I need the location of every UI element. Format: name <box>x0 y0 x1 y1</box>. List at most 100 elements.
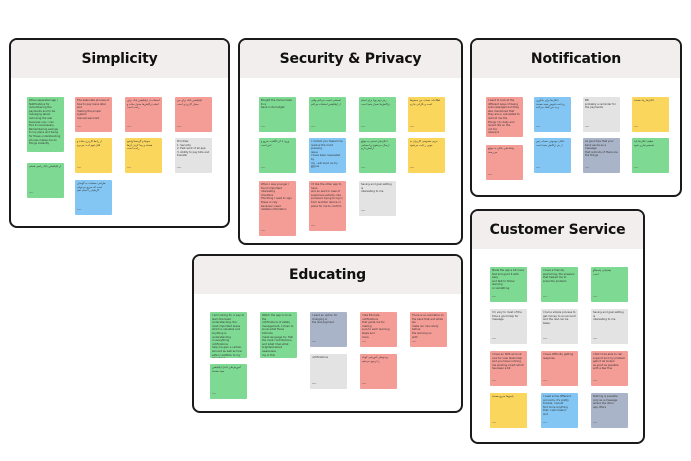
sticky-note[interactable]: I felt I'd be able to call support and m… <box>591 351 628 386</box>
sticky-note[interactable]: I'm very to most of the time a good help… <box>490 309 527 344</box>
sticky-note[interactable]: Watch the app is more the notifications … <box>260 312 297 358</box>
note-text: I like Educate notifications that guide … <box>362 314 390 339</box>
sticky-note[interactable]: As good tips that your bank sends as a m… <box>583 138 620 173</box>
note-author: user <box>361 126 366 129</box>
board-header: Customer Service <box>472 211 643 249</box>
sticky-note[interactable]: I like Educate notifications that guide … <box>360 312 397 347</box>
note-text: از اپلیکیشن بانک راضی هستم <box>29 165 61 168</box>
note-text: Bought the home-made to a bank in its bu… <box>261 99 292 110</box>
note-text: اپلیکیشن بانک برای من بسیار کاربردی است <box>177 99 202 106</box>
note-text: There is an animation to the bank that a… <box>412 314 444 339</box>
board-notification: Notification I want to look at the diffe… <box>470 38 682 197</box>
sticky-note[interactable]: اعلان‌ها برای یادآوری پرداخت قبوض مفید ه… <box>534 97 571 132</box>
note-text: I'd like the other app to have and an al… <box>311 183 343 208</box>
sticky-note[interactable]: Bought the home-made to a bank in its bu… <box>259 97 296 132</box>
sticky-note[interactable]: I need some different accounts, it's pre… <box>541 393 578 428</box>
board-title: Security & Privacy <box>279 51 422 67</box>
note-author: user <box>311 126 316 129</box>
note-author: user <box>361 210 366 213</box>
note-author: user <box>634 126 639 129</box>
sticky-note[interactable]: اطلاعات حساب من محفوظ است و نگرانی ندارم… <box>408 97 445 132</box>
sticky-note[interactable]: I have an SMS account now for new tasks … <box>490 351 527 386</box>
sticky-note[interactable]: There is an animation to the bank that a… <box>410 312 447 347</box>
board-educating: Educating I am looking for a way to lear… <box>192 254 463 413</box>
note-text: I contact you helped me resolve the most… <box>311 140 343 169</box>
note-text: I felt I'd be able to call support and m… <box>593 353 626 371</box>
sticky-note[interactable]: طراحی صفحات به گونه‌ای است که سریع می‌تو… <box>75 180 112 215</box>
sticky-note[interactable]: Bill probably a reminder for the payment… <box>583 97 620 132</box>
sticky-note[interactable]: I contact you helped me resolve the most… <box>309 138 346 173</box>
note-author: user <box>177 126 182 129</box>
sticky-note[interactable]: Priorities 1. Security 2. Fast work of a… <box>175 138 212 173</box>
sticky-note[interactable]: I had a simple process to get money to a… <box>541 309 578 344</box>
note-author: user <box>536 126 541 129</box>
note-author: user <box>410 167 415 170</box>
sticky-note[interactable]: اعلان موجودی حساب پس از هر تراکنش مفید ا… <box>534 138 571 173</box>
note-text: When separated app / Notifications for r… <box>29 99 61 146</box>
sticky-note[interactable]: استفاده از اپلیکیشن بانک برای انجام تراک… <box>125 97 162 132</box>
note-text: از رابط کاربری ساده و قابل فهم لذت می‌بر… <box>77 140 102 147</box>
note-author: user <box>488 174 493 177</box>
note-text: I have a friendly welcoming, the answers… <box>543 269 575 283</box>
note-author: user <box>77 209 82 212</box>
note-text: I need some different accounts, it's pre… <box>543 395 571 416</box>
note-text: I have difficulty getting response <box>543 353 574 360</box>
note-author: user <box>593 296 598 299</box>
note-text: پیامک‌های بانکی به موقع می‌رسند <box>488 147 514 154</box>
note-text: منوها و گزینه‌ها واضح هستند و پیدا کردن … <box>127 140 153 151</box>
sticky-note[interactable]: I want to look at the different ways of … <box>486 97 523 137</box>
board-header: Simplicity <box>11 40 228 78</box>
note-text: I want to look at the different ways of … <box>488 99 520 135</box>
note-text: Made the app a bit more fast and good it… <box>492 269 525 290</box>
note-author: user <box>543 422 548 425</box>
note-text: notifications <box>312 356 328 359</box>
note-text: استفاده از اپلیکیشن بانک برای انجام تراک… <box>127 99 160 110</box>
board-customer-service: Customer Service Made the app a bit more… <box>470 209 645 444</box>
sticky-note[interactable]: رمز دوم پویا برای انجام تراکنش‌ها بسیار … <box>359 97 396 132</box>
sticky-note[interactable]: احساس امنیت می‌کنم وقتی از اپلیکیشن استف… <box>309 97 346 132</box>
sticky-note[interactable]: Nothing is possible only as a message wh… <box>591 393 628 428</box>
sticky-note[interactable]: I'd like the other app to have and an al… <box>309 181 346 231</box>
note-text: طراحی صفحات به گونه‌ای است که سریع می‌تو… <box>77 182 106 193</box>
note-text: Bill probably a reminder for the payment… <box>585 99 616 110</box>
sticky-note[interactable]: اپلیکیشن بانک برای من بسیار کاربردی است u… <box>175 97 212 132</box>
note-text: ورود با اثر انگشت سریع و امن است <box>261 140 290 147</box>
sticky-note[interactable]: I have difficulty getting response user <box>541 351 578 386</box>
sticky-note[interactable]: از رابط کاربری ساده و قابل فهم لذت می‌بر… <box>75 138 112 173</box>
note-author: user <box>536 167 541 170</box>
sticky-note[interactable]: Saving and goal setting is interesting t… <box>359 181 396 216</box>
sticky-note[interactable]: ورود با اثر انگشت سریع و امن است user <box>259 138 296 173</box>
sticky-note[interactable]: منوها و گزینه‌ها واضح هستند و پیدا کردن … <box>125 138 162 173</box>
sticky-note[interactable]: When separated app / Notifications for r… <box>27 97 64 152</box>
sticky-note[interactable]: I am looking for a way to learn the basi… <box>210 312 247 358</box>
note-author: user <box>543 380 548 383</box>
note-text: پاسخ‌ها سریع هستند <box>492 395 514 398</box>
sticky-note[interactable]: I have a friendly welcoming, the answers… <box>541 267 578 302</box>
sticky-note[interactable]: I want an option for changing or the las… <box>310 312 347 347</box>
sticky-note[interactable]: پیامک‌های بانکی به موقع می‌رسند user <box>486 145 523 180</box>
note-text: I have an SMS account now for new tasks … <box>492 353 524 371</box>
note-text: اعلان موجودی حساب پس از هر تراکنش مفید ا… <box>536 140 565 147</box>
sticky-note[interactable]: Saving and goal setting is interesting t… <box>591 309 628 344</box>
note-author: user <box>261 167 266 170</box>
sticky-note[interactable]: When I was younger I found important int… <box>259 181 296 236</box>
sticky-note[interactable]: پشتیبانی پاسخگو است user <box>591 267 628 302</box>
sticky-note[interactable]: Made the app a bit more fast and good it… <box>490 267 527 302</box>
note-text: I'm very to most of the time a good help… <box>492 311 522 322</box>
sticky-note[interactable]: The elaborate process of how to pay loan… <box>75 97 112 132</box>
note-author: user <box>492 380 497 383</box>
sticky-note[interactable]: اعلان‌های امنیتی به موقع ارسال می‌شوند و… <box>359 138 396 173</box>
note-text: اعلان‌ها برای یادآوری پرداخت قبوض مفید ه… <box>536 99 565 110</box>
note-text: پشتیبانی پاسخگو است <box>593 269 612 276</box>
note-author: user <box>261 126 266 129</box>
note-author: user <box>585 126 590 129</box>
note-text: Nothing is possible only as a message wh… <box>593 395 618 409</box>
